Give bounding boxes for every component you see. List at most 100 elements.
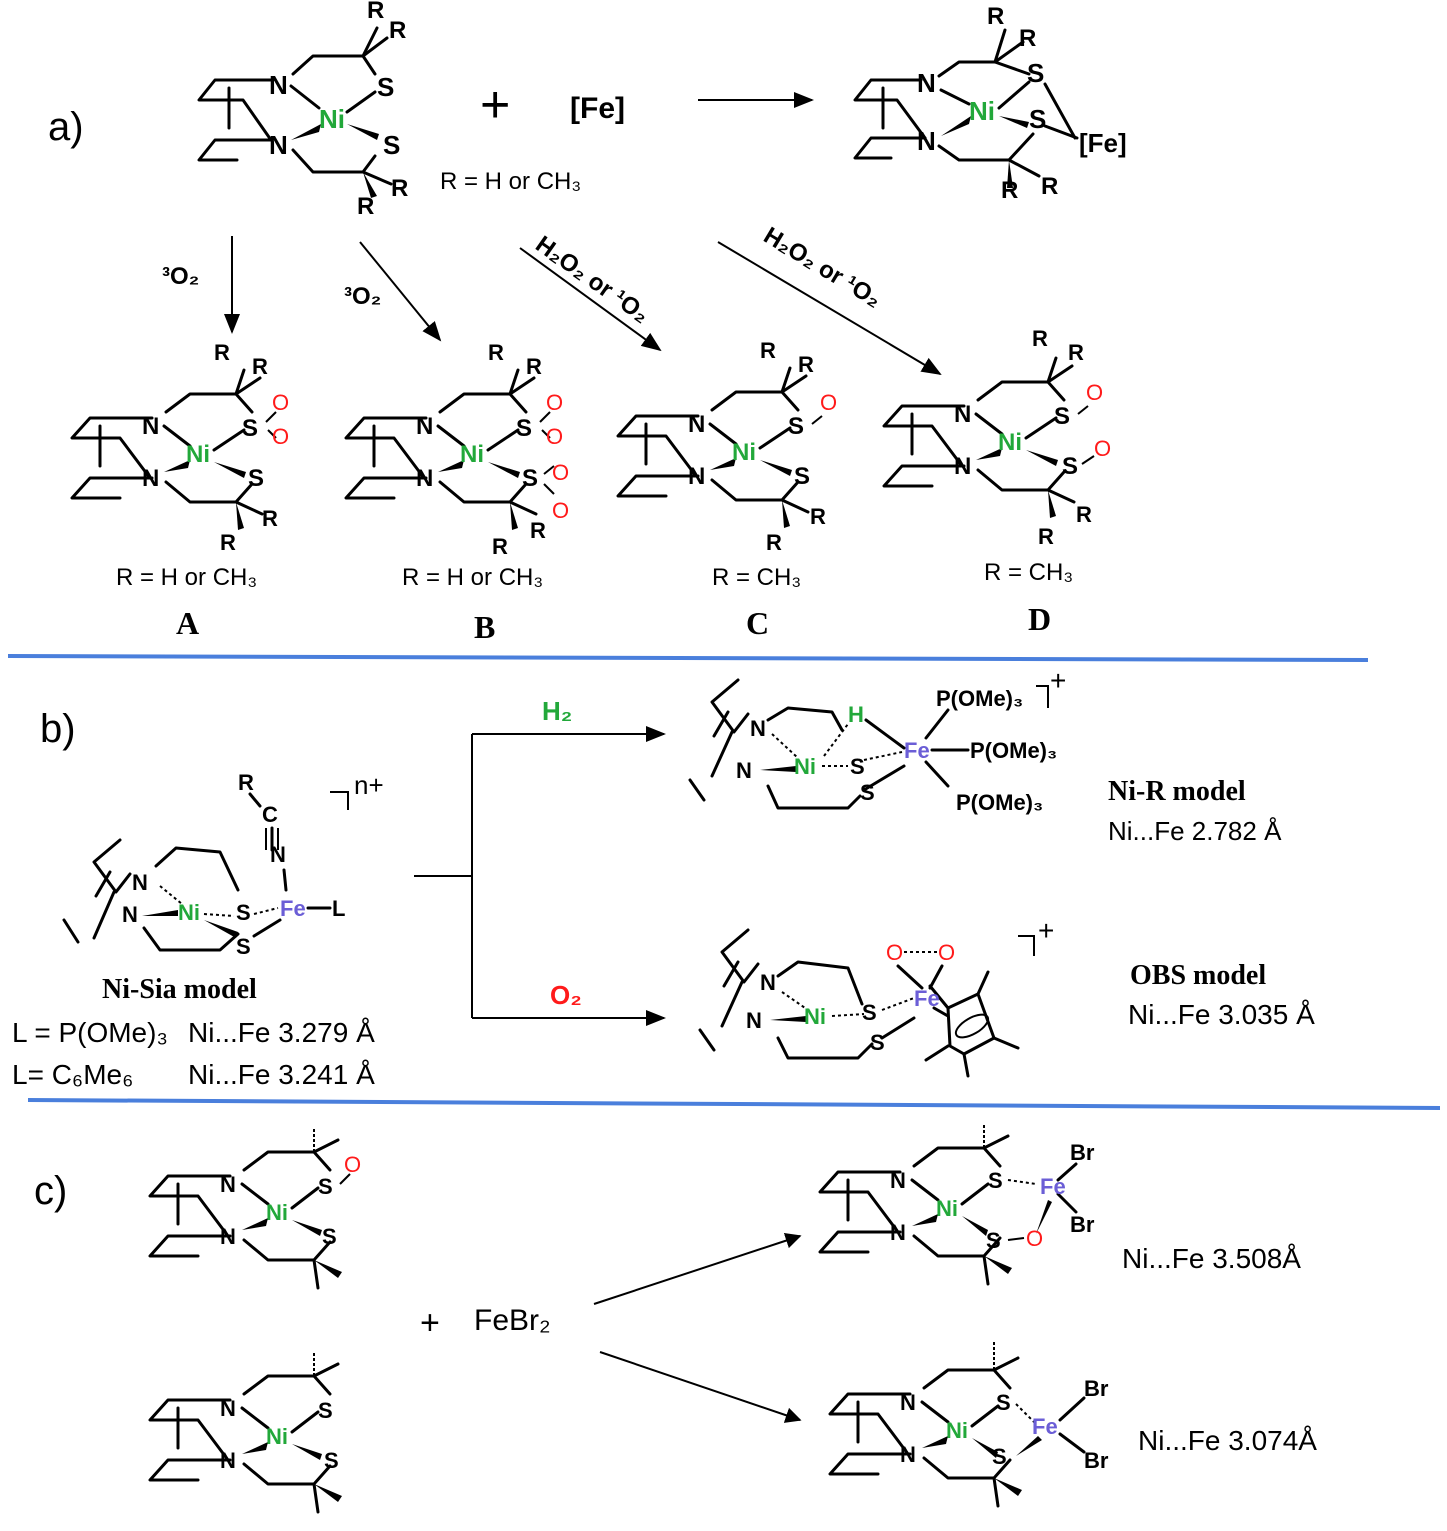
atom-s: S: [236, 934, 251, 959]
atom-s: S: [1027, 58, 1044, 88]
distance-bottom: Ni...Fe 3.074Å: [1138, 1425, 1317, 1456]
atom-n: N: [270, 842, 286, 867]
ni-r-charge: +: [1050, 665, 1066, 696]
atom-r: R: [367, 0, 384, 24]
panel-a-label: a): [48, 105, 84, 149]
atom-s: S: [318, 1174, 333, 1199]
atom-r: R: [389, 17, 406, 44]
atom-r: R: [526, 354, 542, 379]
r-definition-C: R = CH₃: [712, 564, 801, 591]
atom-s: S: [870, 1030, 885, 1055]
atom-r: R: [530, 518, 546, 543]
atom-fe: Fe: [904, 738, 930, 763]
ligand-l: L: [332, 896, 345, 921]
atom-n: N: [132, 870, 148, 895]
atom-s: S: [986, 1228, 1001, 1253]
atom-r: R: [220, 530, 236, 555]
distance-top: Ni...Fe 3.508Å: [1122, 1243, 1301, 1274]
atom-s: S: [377, 72, 394, 102]
atom-ni: Ni: [319, 104, 345, 134]
compound-label-A: A: [176, 605, 199, 641]
atom-s: S: [318, 1398, 333, 1423]
separator-line-2: [27, 1098, 1441, 1110]
atom-fe: Fe: [914, 986, 940, 1011]
atom-n: N: [890, 1220, 906, 1245]
r-definition-D: R = CH₃: [984, 559, 1073, 586]
label-o2: O₂: [550, 980, 582, 1010]
compound-label-D: D: [1028, 601, 1051, 637]
atom-s: S: [1054, 403, 1070, 430]
product-D: N N Ni S S O O R R R R: [882, 326, 1111, 549]
atom-s: S: [794, 463, 810, 490]
atom-n: N: [220, 1396, 236, 1421]
atom-o: O: [272, 390, 289, 415]
ni-r-distance: Ni...Fe 2.782 Å: [1108, 816, 1282, 846]
atom-n: N: [917, 126, 936, 156]
atom-r: R: [1068, 340, 1084, 365]
r-definition-top: R = H or CH₃: [440, 168, 581, 195]
atom-n: N: [220, 1172, 236, 1197]
atom-o: O: [552, 460, 569, 485]
atom-r: R: [766, 530, 782, 555]
reactant-c-thiolate: N N Ni S S: [148, 1352, 342, 1514]
atom-o: O: [546, 424, 563, 449]
atom-ni: Ni: [266, 1200, 288, 1225]
atom-r: R: [391, 175, 408, 202]
atom-br: Br: [1070, 1212, 1095, 1237]
arrow-to-bottom-product: [599, 1351, 802, 1423]
atom-r: R: [810, 504, 826, 529]
atom-r: R: [1041, 173, 1058, 200]
atom-br: Br: [1084, 1448, 1109, 1473]
atom-o: O: [1026, 1226, 1043, 1251]
atom-r: R: [262, 506, 278, 531]
atom-o: O: [552, 498, 569, 523]
atom-n: N: [269, 130, 288, 160]
atom-o: O: [886, 940, 903, 965]
fe-reagent: [Fe]: [570, 92, 625, 125]
ni-r-charge-bracket: [1036, 685, 1049, 708]
atom-o: O: [344, 1152, 361, 1177]
atom-r: R: [760, 338, 776, 363]
atom-s: S: [850, 754, 865, 779]
atom-s: S: [860, 780, 875, 805]
atom-s: S: [516, 415, 532, 442]
r-definition-A: R = H or CH₃: [116, 564, 257, 591]
product-c-bottom: N N Ni S S Fe Br Br: [828, 1342, 1109, 1508]
ni-r-structure: N N Ni H S S Fe P(OMe)₃ P(OMe)₃ P(OMe)₃: [688, 678, 1057, 815]
febr2-reagent: FeBr₂: [474, 1304, 551, 1337]
atom-r: R: [987, 3, 1004, 30]
ni-sia-L1: L = P(OMe)₃: [12, 1017, 168, 1048]
panel-b-label: b): [40, 707, 76, 751]
obs-title: OBS model: [1130, 960, 1266, 991]
atom-ni: Ni: [946, 1418, 968, 1443]
label-3o2-B: ³O₂: [344, 283, 381, 310]
atom-ni: Ni: [936, 1196, 958, 1221]
atom-s: S: [522, 465, 538, 492]
atom-r: R: [1076, 502, 1092, 527]
atom-n: N: [688, 463, 705, 490]
atom-n: N: [122, 902, 138, 927]
label-oxidant-C: H₂O₂ or ¹O₂: [531, 231, 655, 329]
atom-s: S: [988, 1168, 1003, 1193]
compound-label-B: B: [474, 609, 495, 645]
atom-o: O: [820, 390, 837, 415]
product-c-top: N N Ni S S Fe O Br Br: [818, 1124, 1095, 1286]
atom-s: S: [248, 465, 264, 492]
atom-h: H: [848, 702, 864, 727]
atom-r: R: [1038, 524, 1054, 549]
atom-fe: Fe: [1032, 1414, 1058, 1439]
atom-fe: Fe: [280, 896, 306, 921]
atom-r: R: [798, 352, 814, 377]
atom-ni: Ni: [794, 754, 816, 779]
charge-n-plus: n+: [354, 770, 384, 800]
atom-n: N: [760, 970, 776, 995]
label-oxidant-D: H₂O₂ or ¹O₂: [759, 222, 886, 313]
atom-ni: Ni: [266, 1424, 288, 1449]
label-h2: H₂: [542, 696, 572, 726]
compound-label-C: C: [746, 605, 769, 641]
atom-o: O: [938, 940, 955, 965]
atom-n: N: [954, 401, 971, 428]
arrow-to-top-product: [593, 1232, 802, 1305]
atom-n: N: [416, 465, 433, 492]
